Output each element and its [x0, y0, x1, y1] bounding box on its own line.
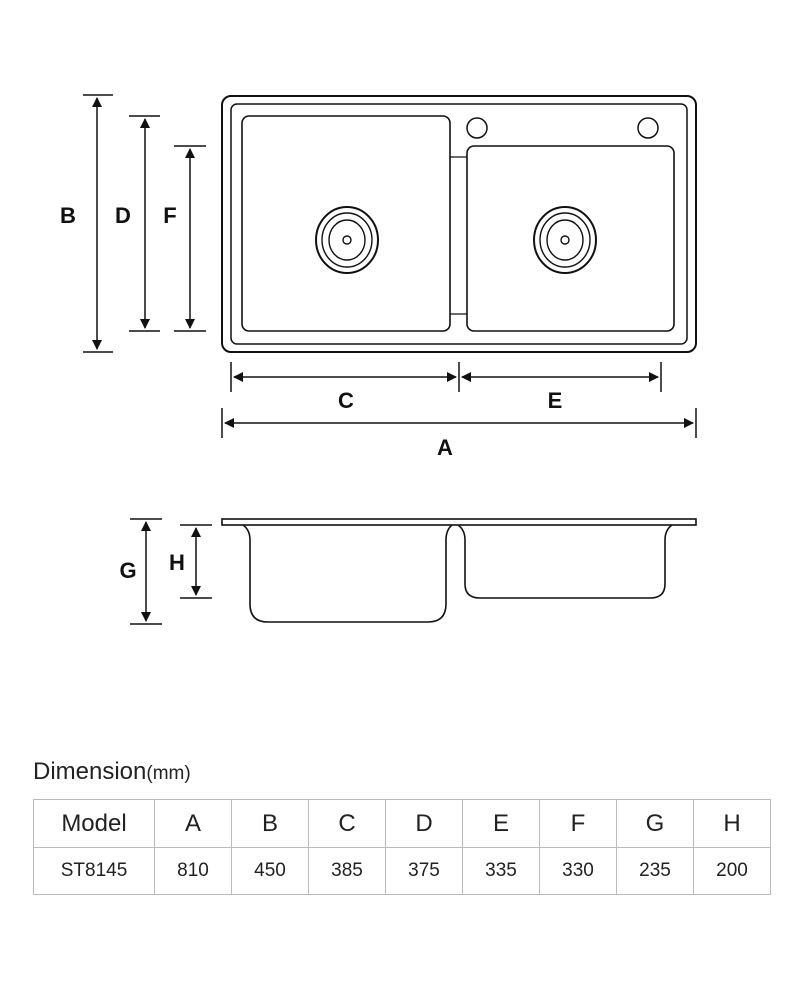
table-row: ST8145 810 450 385 375 335 330 235 200: [33, 847, 771, 895]
header-model: Model: [33, 799, 155, 848]
sink-inner-rim: [230, 103, 688, 345]
side-left-bowl: [242, 524, 453, 623]
header-e: E: [462, 799, 540, 848]
cell-d: 375: [385, 847, 463, 895]
left-bowl: [241, 115, 451, 332]
cell-f: 330: [539, 847, 617, 895]
faucet-hole-left: [466, 117, 488, 139]
table-header-row: Model A B C D E F G H: [33, 799, 771, 848]
dimension-title-text: Dimension: [33, 758, 147, 785]
label-b: B: [60, 203, 76, 228]
cell-b: 450: [231, 847, 309, 895]
cell-g: 235: [616, 847, 694, 895]
header-c: C: [308, 799, 386, 848]
dimension-unit: (mm): [146, 763, 191, 784]
label-e: E: [548, 388, 563, 413]
sink-outer-rim: [221, 95, 697, 353]
cell-a: 810: [154, 847, 232, 895]
sink-technical-drawing: B D F C E A G H: [60, 94, 697, 625]
left-drain: [315, 206, 379, 274]
right-drain: [533, 206, 597, 274]
cell-c: 385: [308, 847, 386, 895]
right-bowl: [466, 145, 675, 332]
label-f: F: [163, 203, 176, 228]
header-h: H: [693, 799, 771, 848]
side-rim: [221, 518, 697, 526]
label-h: H: [169, 550, 185, 575]
cell-e: 335: [462, 847, 540, 895]
header-f: F: [539, 799, 617, 848]
dimension-b: [83, 94, 113, 353]
cell-model: ST8145: [33, 847, 155, 895]
label-a: A: [437, 435, 453, 460]
header-d: D: [385, 799, 463, 848]
dimension-d: [129, 115, 160, 332]
header-a: A: [154, 799, 232, 848]
dimension-table: Model A B C D E F G H ST8145 810 450 385…: [33, 799, 771, 895]
side-view: [221, 518, 697, 623]
top-view: [221, 95, 697, 353]
side-right-bowl: [457, 524, 673, 599]
label-c: C: [338, 388, 354, 413]
faucet-hole-right: [637, 117, 659, 139]
header-b: B: [231, 799, 309, 848]
header-g: G: [616, 799, 694, 848]
dimension-h: [180, 524, 212, 599]
label-g: G: [119, 558, 136, 583]
dimension-g: [130, 518, 162, 625]
dimension-table-title: Dimension(mm): [33, 758, 191, 786]
dimension-a: [221, 408, 697, 438]
label-d: D: [115, 203, 131, 228]
dimension-e: [461, 362, 662, 392]
dimension-c: [230, 362, 460, 392]
cell-h: 200: [693, 847, 771, 895]
dimension-f: [174, 145, 206, 332]
